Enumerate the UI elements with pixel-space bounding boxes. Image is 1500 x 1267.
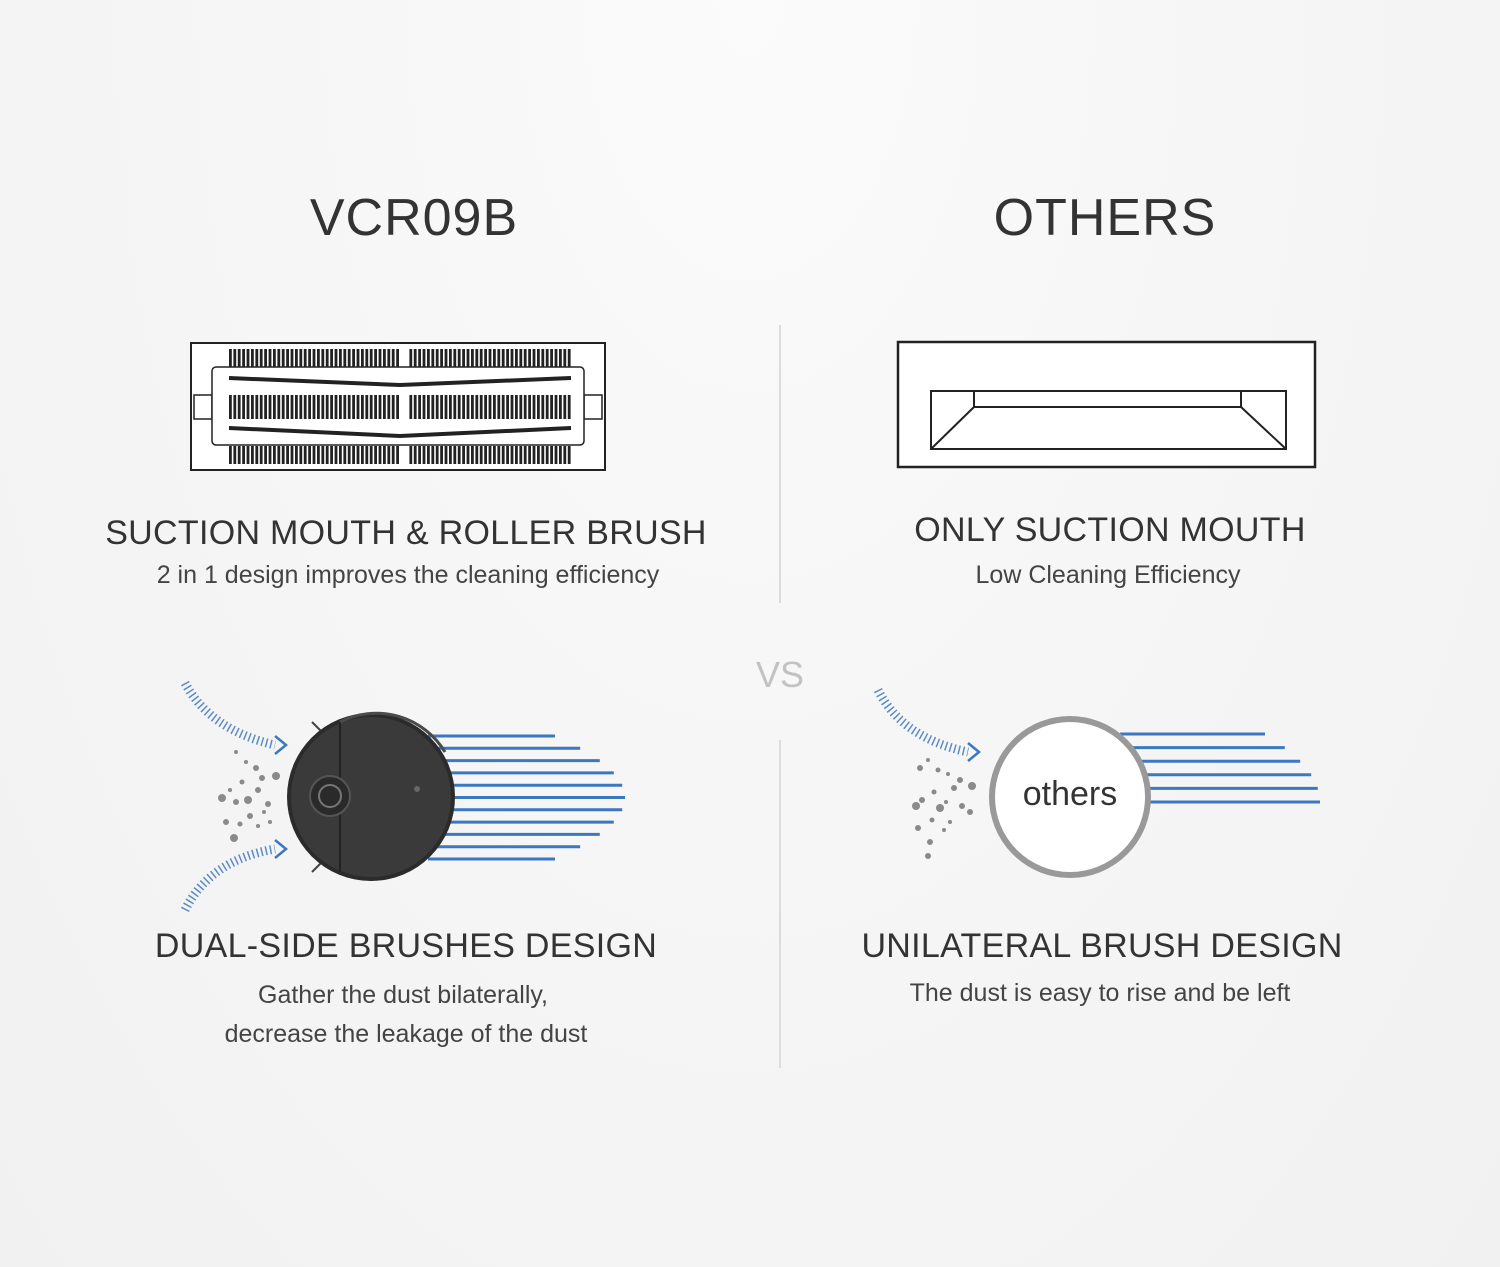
right-feature2-desc: The dust is easy to rise and be left [909,979,1291,1007]
others-robot-label: others [1022,775,1118,813]
left-feature2-desc-line2: decrease the leakage of the dust [224,1020,588,1048]
column-divider-top [779,325,781,603]
right-feature1-desc: Low Cleaning Efficiency [975,561,1241,589]
vs-label: VS [755,654,805,695]
left-feature1-title: SUCTION MOUTH & ROLLER BRUSH [105,514,707,552]
vcr09b-heading: VCR09B [309,189,519,247]
left-feature2-desc-line1: Gather the dust bilaterally, [258,981,548,1009]
left-feature2-title: DUAL-SIDE BRUSHES DESIGN [154,927,658,965]
others-heading: OTHERS [993,189,1217,247]
right-feature1-title: ONLY SUCTION MOUTH [914,511,1306,549]
left-feature1-desc: 2 in 1 design improves the cleaning effi… [156,561,660,589]
column-divider-bottom [779,740,781,1068]
right-feature2-title: UNILATERAL BRUSH DESIGN [861,927,1343,965]
